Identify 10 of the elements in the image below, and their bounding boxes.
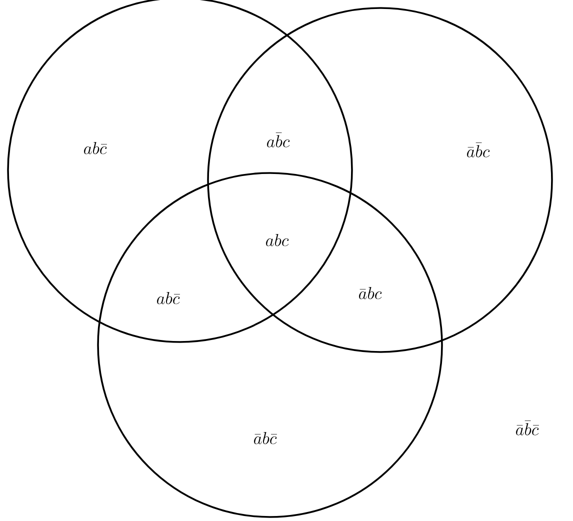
venn-circle: [97, 172, 443, 518]
region-label: $\bar{a} b \bar{c}$: [254, 432, 277, 444]
region-label: $a b c$: [266, 234, 289, 246]
region-label: $\bar{a} \bar{b} \bar{c}$: [516, 420, 539, 436]
region-label: $a \bar{b} c$: [267, 132, 290, 148]
region-label: $a b \bar{c}$: [84, 142, 107, 154]
venn-circle: [207, 7, 553, 353]
region-label: $\bar{a} b c$: [359, 287, 382, 300]
region-label: $\bar{a} \bar{b} c$: [467, 142, 490, 158]
region-label: $a b \bar{c}$: [157, 292, 180, 304]
